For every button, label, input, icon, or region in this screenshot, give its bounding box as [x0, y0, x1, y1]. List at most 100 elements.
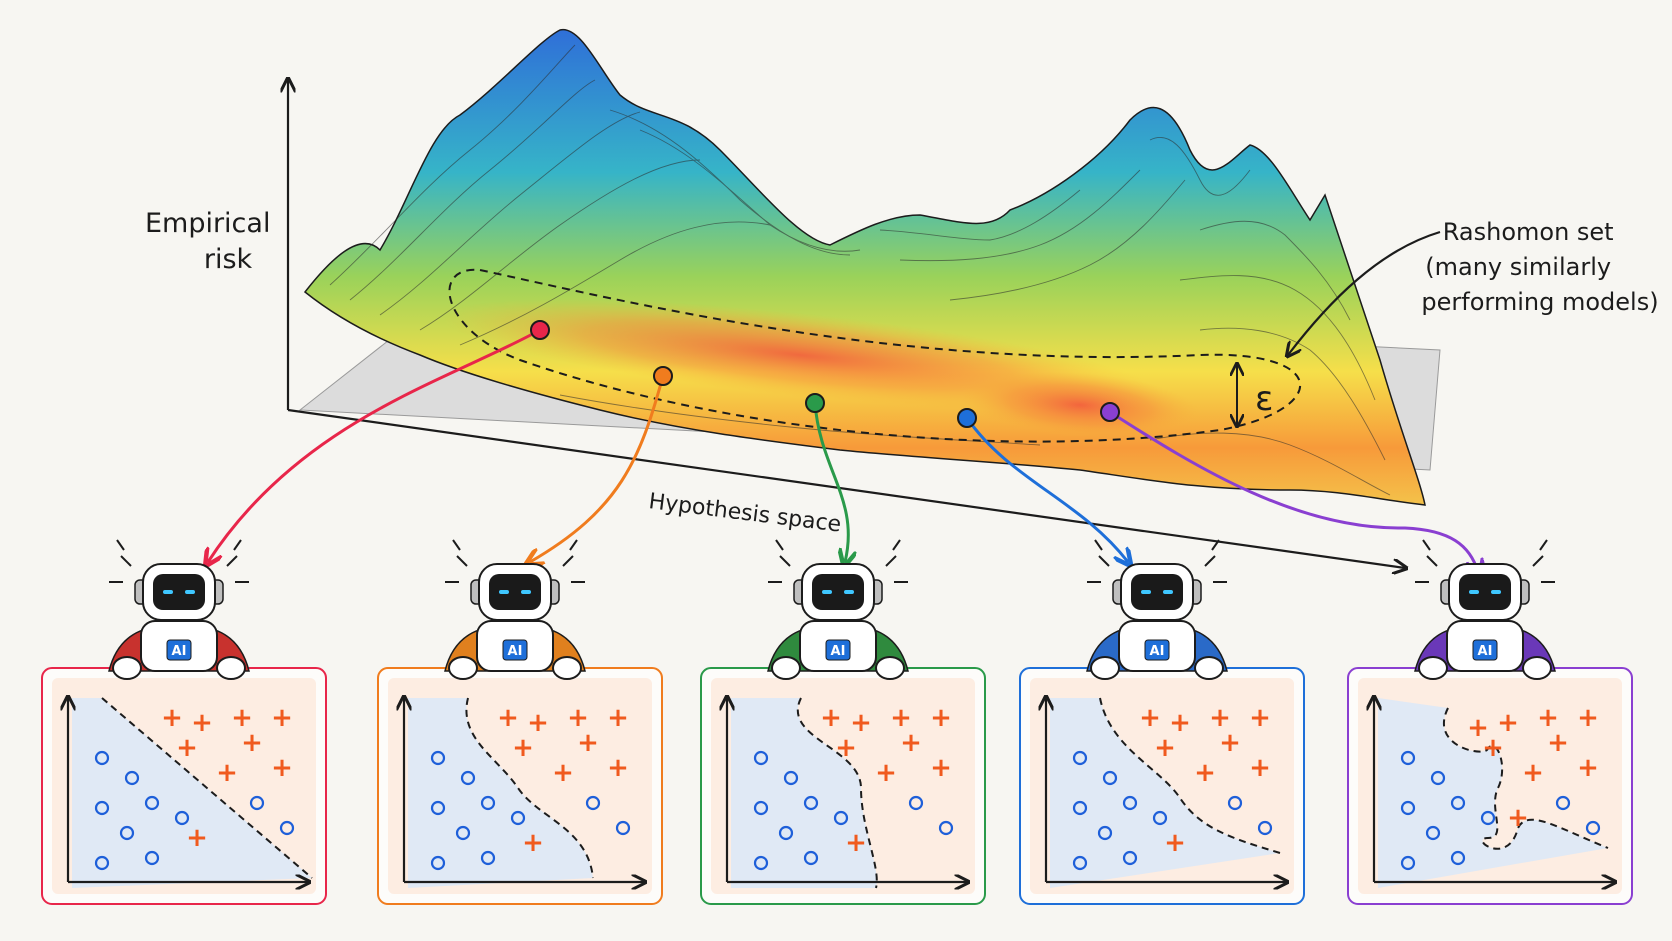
plus-icon: + [900, 728, 922, 758]
plus-icon: + [1169, 708, 1191, 738]
circle-icon [1122, 795, 1138, 811]
circle-icon [94, 800, 110, 816]
circle-icon [1122, 850, 1138, 866]
robot-badge: AI [172, 644, 187, 659]
circle-icon [279, 820, 295, 836]
circle-icon [1480, 810, 1496, 826]
circle-icon [908, 795, 924, 811]
connector-1 [530, 375, 665, 562]
plus-icon: + [890, 703, 912, 733]
model-panel-1: +++++++++AI [377, 539, 663, 905]
decision-boundary [1099, 697, 1281, 854]
plus-icon: + [1577, 753, 1599, 783]
decision-regions [1030, 678, 1294, 894]
circle-icon [753, 750, 769, 766]
plus-icon: + [271, 753, 293, 783]
decision-boundary [797, 697, 878, 889]
circle-icon [1400, 855, 1416, 871]
circle-icon [1450, 850, 1466, 866]
plus-icon: + [820, 703, 842, 733]
circle-icon [778, 825, 794, 841]
x-axis-label: Hypothesis space [647, 489, 842, 537]
circle-icon [753, 800, 769, 816]
circle-icon [1450, 795, 1466, 811]
circle-icon [430, 750, 446, 766]
circle-icon [510, 810, 526, 826]
circle-icon [480, 795, 496, 811]
robot-badge: AI [1150, 644, 1165, 659]
plus-icon: + [607, 703, 629, 733]
plus-icon: + [527, 708, 549, 738]
model-point-2 [805, 393, 825, 413]
model-connectors [208, 328, 1478, 572]
model-panels: +++++++++AI+++++++++AI+++++++++AI+++++++… [41, 539, 1633, 905]
plus-icon: + [1219, 728, 1241, 758]
rashomon-pointer-arrow [1288, 230, 1441, 355]
model-points [530, 320, 1120, 428]
decision-regions [52, 678, 316, 894]
plus-icon: + [845, 828, 867, 858]
plus-icon: + [1507, 803, 1529, 833]
plus-icon: + [522, 828, 544, 858]
model-point-0 [530, 320, 550, 340]
rashomon-set-boundary [448, 268, 1301, 443]
circle-icon [1072, 855, 1088, 871]
robot-icon: AI [1086, 539, 1228, 680]
circle-icon [783, 770, 799, 786]
plus-icon: + [271, 703, 293, 733]
circle-icon [124, 770, 140, 786]
circle-icon [585, 795, 601, 811]
robot-icon: AI [444, 539, 586, 680]
plus-icon: + [567, 703, 589, 733]
plus-icon: + [191, 708, 213, 738]
circle-icon [1227, 795, 1243, 811]
plus-icon: + [1547, 728, 1569, 758]
circle-icon [1072, 750, 1088, 766]
plus-icon: + [1139, 703, 1161, 733]
circle-icon [144, 795, 160, 811]
model-point-3 [957, 408, 977, 428]
connector-2 [813, 402, 848, 562]
circle-icon [460, 770, 476, 786]
rashomon-label-line3: performing models) [1421, 288, 1658, 316]
robot-badge: AI [831, 644, 846, 659]
circle-icon [174, 810, 190, 826]
connector-3 [965, 417, 1128, 562]
plus-icon: + [1249, 753, 1271, 783]
circle-icon [1555, 795, 1571, 811]
circle-icon [480, 850, 496, 866]
circle-icon [119, 825, 135, 841]
circle-icon [1072, 800, 1088, 816]
robot-icon: AI [108, 539, 250, 680]
circle-icon [249, 795, 265, 811]
plus-icon: + [1537, 703, 1559, 733]
circle-icon [430, 855, 446, 871]
risk-surface [303, 29, 1426, 506]
y-axis-label: Empirical risk [145, 208, 279, 275]
plus-icon: + [512, 733, 534, 763]
plus-icon: + [1249, 703, 1271, 733]
plus-icon: + [1209, 703, 1231, 733]
circle-icon [1400, 800, 1416, 816]
epsilon-label: ε [1255, 379, 1273, 419]
decision-regions [1358, 678, 1622, 894]
plus-icon: + [1497, 708, 1519, 738]
circle-icon [1257, 820, 1273, 836]
panel-axes [404, 698, 644, 882]
rashomon-label-line2: (many similarly [1425, 253, 1611, 281]
circle-icon [94, 750, 110, 766]
circle-icon [1425, 825, 1441, 841]
connector-4 [1109, 410, 1478, 572]
model-panel-4: +++++++++AI [1347, 539, 1633, 905]
plus-icon: + [607, 753, 629, 783]
plus-icon: + [231, 703, 253, 733]
robot-badge: AI [508, 644, 523, 659]
plus-icon: + [930, 703, 952, 733]
circle-icon [1152, 810, 1168, 826]
plus-icon: + [176, 733, 198, 763]
panel-axes [68, 698, 308, 882]
plus-icon: + [930, 753, 952, 783]
plus-icon: + [161, 703, 183, 733]
model-panel-3: +++++++++AI [1019, 539, 1305, 905]
circle-icon [803, 850, 819, 866]
